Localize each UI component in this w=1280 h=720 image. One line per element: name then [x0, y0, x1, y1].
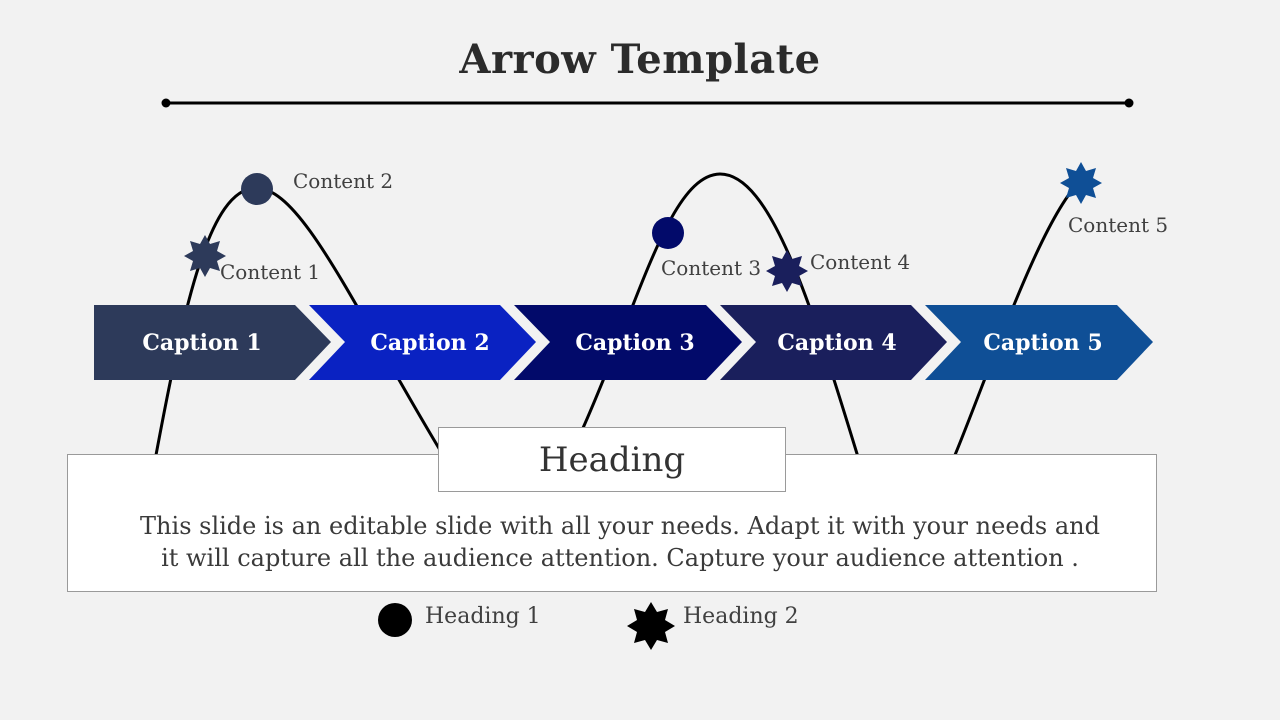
title-divider-dot-right — [1124, 98, 1134, 108]
arrow-3 — [514, 305, 742, 380]
caption-5: Caption 5 — [983, 329, 1103, 356]
legend-circle-icon — [378, 603, 412, 637]
title-divider-dot-left — [161, 98, 171, 108]
content-2-circle-marker — [241, 173, 273, 205]
content-3-label: Content 3 — [661, 256, 762, 280]
arrow-1 — [94, 305, 331, 380]
caption-4: Caption 4 — [777, 329, 897, 356]
description-text: This slide is an editable slide with all… — [110, 510, 1130, 574]
legend-star-icon — [627, 602, 675, 650]
content-4-label: Content 4 — [810, 250, 911, 274]
description-line-2: it will capture all the audience attenti… — [161, 544, 1079, 572]
legend-star-label: Heading 2 — [683, 604, 799, 629]
content-1-star-marker — [184, 235, 226, 277]
content-5-star-marker — [1060, 162, 1102, 204]
content-3-circle-marker — [652, 217, 684, 249]
description-line-1: This slide is an editable slide with all… — [140, 512, 1100, 540]
heading-box: Heading — [438, 427, 786, 492]
slide-title: Arrow Template — [459, 36, 821, 83]
legend-circle-label: Heading 1 — [425, 604, 541, 629]
content-1-label: Content 1 — [220, 260, 321, 284]
content-4-star-marker — [766, 250, 808, 292]
arrow-5 — [925, 305, 1153, 380]
arrow-2 — [309, 305, 536, 380]
content-2-label: Content 2 — [293, 169, 394, 193]
caption-3: Caption 3 — [575, 329, 695, 356]
arrow-4 — [720, 305, 947, 380]
caption-2: Caption 2 — [370, 329, 490, 356]
content-5-label: Content 5 — [1068, 213, 1169, 237]
caption-1: Caption 1 — [142, 329, 262, 356]
